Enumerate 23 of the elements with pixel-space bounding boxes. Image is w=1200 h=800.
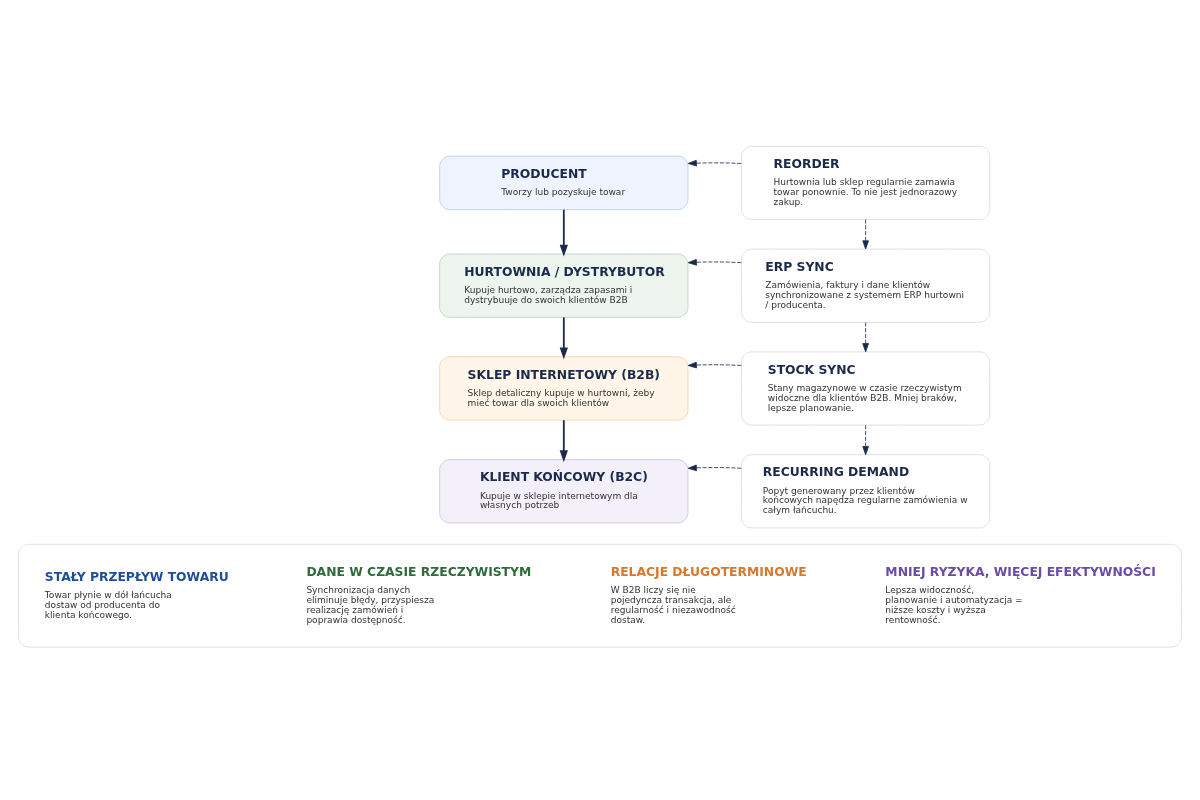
node-box: ERP SYNC Zamówienia, faktury i dane klientów synchronizowane z systemem ERP hurtowni / producenta.	[741, 248, 991, 323]
arrow	[687, 159, 742, 167]
node-text: DANE W CZASIE RZECZYWISTYM Synchronizacja danych eliminuje błędy, przyspiesza realizację zamówień i poprawia dostępność.	[306, 564, 532, 625]
arrow	[687, 259, 742, 266]
arrow	[687, 464, 742, 472]
node-box: STOCK SYNC Stany magazynowe w czasie rzeczywistym widoczne dla klientów B2B. Mniej braków, lepsze planowanie.	[741, 351, 991, 426]
arrow	[559, 316, 568, 360]
arrow	[862, 322, 869, 353]
node-box: HURTOWNIA / DYSTRYBUTOR Kupuje hurtowo, zarządza zapasami i dystrybuuje do swoich klientów B2B	[439, 253, 689, 318]
cluster	[18, 543, 1182, 648]
node-text: STAŁY PRZEPŁYW TOWARU Towar płynie w dół łańcucha dostaw od producenta do klienta końcowego.	[44, 569, 229, 620]
node-box: KLIENT KOŃCOWY (B2C) Kupuje w sklepie internetowym dla własnych potrzeb	[439, 459, 689, 524]
arrow	[559, 419, 568, 463]
node-box: PRODUCENT Tworzy lub pozyskuje towar	[439, 155, 689, 210]
arrow	[687, 361, 742, 369]
arrow	[559, 208, 568, 257]
node-box: SKLEP INTERNETOWY (B2B) Sklep detaliczny kupuje w hurtowni, żeby mieć towar dla swoich klientów	[439, 356, 689, 421]
node-box: RECURRING DEMAND Popyt generowany przez klientów końcowych napędza regularne zamówienia w całym łańcuchu.	[741, 454, 991, 529]
node-box: REORDER Hurtownia lub sklep regularnie zamawia towar ponownie. To nie jest jednorazowy zakup.	[741, 145, 991, 220]
node-text: MNIEJ RYZYKA, WIĘCEJ EFEKTYWNOŚCI Lepsza widoczność, planowanie i automatyzacja = niższe koszty i wyższa rentowność.	[885, 564, 1156, 625]
arrow	[862, 219, 869, 250]
node-text: RELACJE DŁUGOTERMINOWE W B2B liczy się nie pojedyncza transakcja, ale regularność i niezawodność dostaw.	[610, 564, 807, 625]
arrow	[862, 424, 869, 456]
